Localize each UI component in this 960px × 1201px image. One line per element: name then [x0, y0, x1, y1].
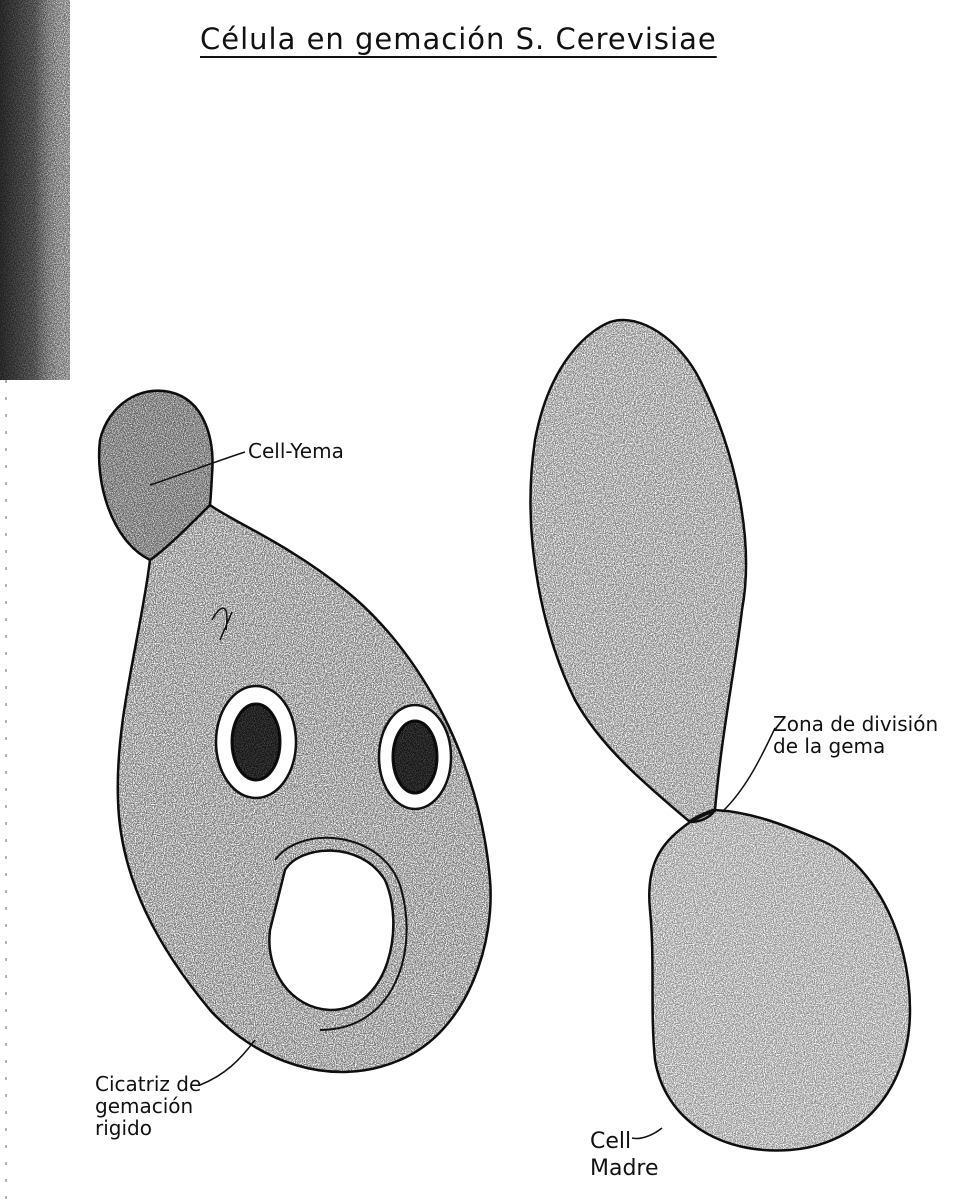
leader-division-zone — [722, 728, 775, 812]
bud-scar-overlap-ring — [269, 851, 393, 1010]
budding-cell-left — [99, 391, 491, 1072]
label-bud: Cell-Yema — [248, 440, 344, 462]
label-bud-scar: Cicatriz de gemación rigido — [95, 1073, 201, 1139]
diagram-title: Célula en gemación S. Cerevisiae — [200, 22, 717, 56]
label-division-zone: Zona de división de la gema — [773, 713, 938, 757]
label-mother-cell: Cell Madre — [590, 1128, 659, 1182]
leader-bud-scar — [200, 1040, 255, 1085]
scan-edge-shading — [0, 0, 70, 1201]
